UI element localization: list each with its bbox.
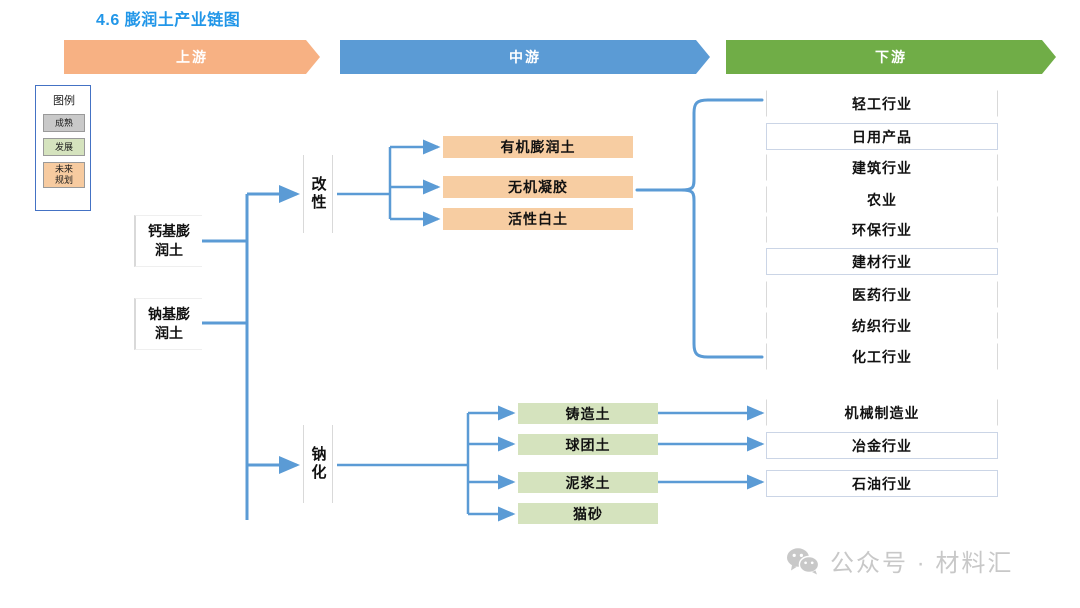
industry-metallurgy-label: 冶金行业 [852,437,912,454]
product-cat-litter[interactable]: 猫砂 [518,503,658,524]
industry-metallurgy[interactable]: 冶金行业 [766,432,998,459]
industry-petroleum[interactable]: 石油行业 [766,470,998,497]
industry-building-materials-label: 建材行业 [852,253,912,270]
legend-chip-developing: 发展 [43,138,85,156]
industry-chemical[interactable]: 化工行业 [766,343,998,370]
product-pellet-clay-label: 球团土 [565,436,611,453]
page-title: 4.6 膨润土产业链图 [96,12,241,29]
industry-pharmaceutical-label: 医药行业 [852,286,912,303]
industry-construction-label: 建筑行业 [852,159,912,176]
legend-chip-future-plan: 未来 规划 [43,162,85,188]
product-foundry-clay-label: 铸造土 [565,405,611,422]
upstream-node-sodium-bentonite[interactable]: 钠基膨 润土 [134,298,202,350]
product-organic-bentonite[interactable]: 有机膨润土 [443,136,633,158]
product-foundry-clay[interactable]: 铸造土 [518,403,658,424]
upstream-node-sodium-bentonite-label: 钠基膨 润土 [148,306,190,341]
industry-light-industry[interactable]: 轻工行业 [766,90,998,117]
legend-title: 图例 [53,95,75,107]
product-organic-bentonite-label: 有机膨润土 [500,139,576,155]
legend-box: 图例 成熟 发展 未来 规划 [35,85,91,211]
legend-chip-future-plan-label: 未来 规划 [54,164,73,185]
legend-chip-developing-label: 发展 [54,141,73,152]
product-inorganic-gel-label: 无机凝胶 [508,179,568,195]
watermark: 公众号 · 材料汇 [786,543,1013,578]
industry-agriculture-label: 农业 [867,191,897,208]
midstream-stage-sodification[interactable]: 钠化 [303,425,333,503]
midstream-stage-modification[interactable]: 改性 [303,155,333,233]
product-pellet-clay[interactable]: 球团土 [518,434,658,455]
industry-machinery-manufacturing[interactable]: 机械制造业 [766,399,998,426]
legend-chip-mature-label: 成熟 [54,117,73,128]
product-activated-clay[interactable]: 活性白土 [443,208,633,230]
industry-building-materials[interactable]: 建材行业 [766,248,998,275]
wechat-icon [787,547,820,574]
industry-light-industry-label: 轻工行业 [852,95,912,112]
watermark-text: 公众号 · 材料汇 [830,550,1014,577]
product-inorganic-gel[interactable]: 无机凝胶 [443,176,633,198]
industry-environmental-protection[interactable]: 环保行业 [766,216,998,243]
legend-chip-mature: 成熟 [43,114,85,132]
midstream-stage-sodification-label: 钠化 [309,446,327,482]
header-downstream: 下游 [726,40,1056,74]
product-drilling-mud-clay-label: 泥浆土 [565,474,611,491]
industry-agriculture[interactable]: 农业 [766,186,998,213]
industry-environmental-protection-label: 环保行业 [852,221,912,238]
upstream-node-calcium-bentonite[interactable]: 钙基膨 润土 [134,215,202,267]
industry-pharmaceutical[interactable]: 医药行业 [766,281,998,308]
industry-daily-products[interactable]: 日用产品 [766,123,998,150]
product-cat-litter-label: 猫砂 [573,505,603,522]
product-drilling-mud-clay[interactable]: 泥浆土 [518,472,658,493]
product-activated-clay-label: 活性白土 [508,211,568,227]
industry-machinery-manufacturing-label: 机械制造业 [844,404,920,421]
industry-petroleum-label: 石油行业 [852,475,912,492]
upstream-node-calcium-bentonite-label: 钙基膨 润土 [148,223,190,258]
industry-textile-label: 纺织行业 [852,317,912,334]
industry-construction[interactable]: 建筑行业 [766,154,998,181]
industry-chemical-label: 化工行业 [852,348,912,365]
midstream-stage-modification-label: 改性 [309,176,327,212]
industry-textile[interactable]: 纺织行业 [766,312,998,339]
industry-daily-products-label: 日用产品 [852,128,912,145]
